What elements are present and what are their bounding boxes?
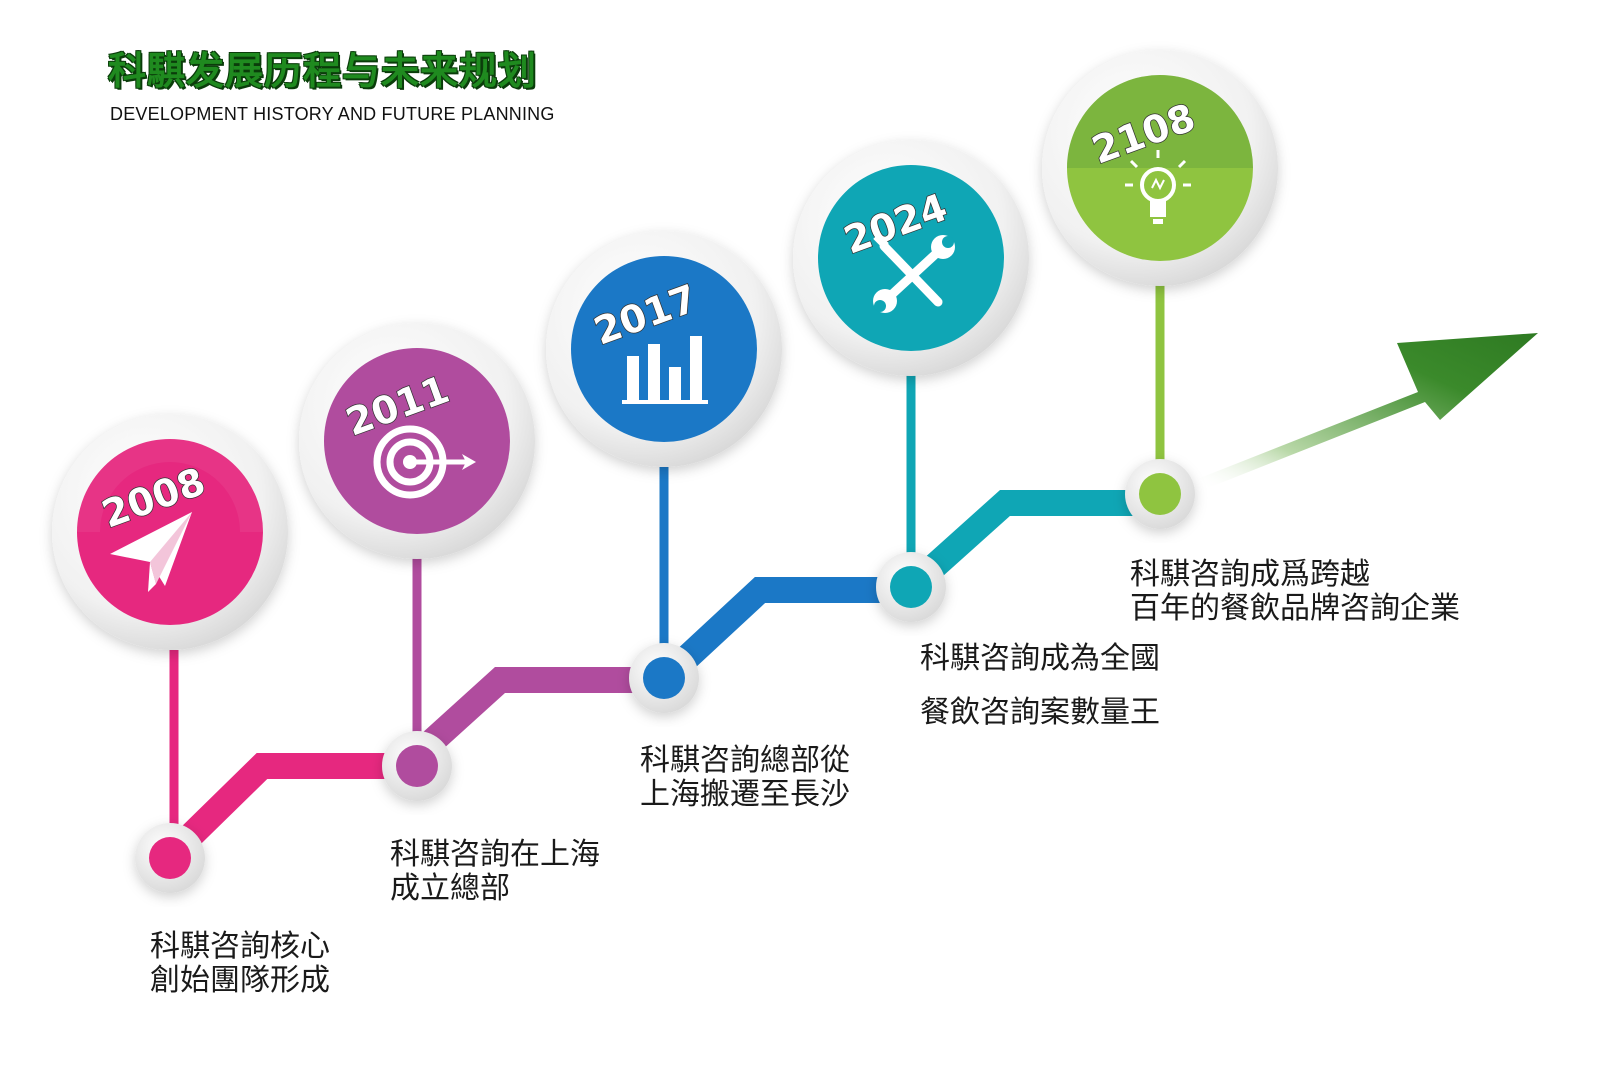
caption-line: 百年的餐飲品牌咨詢企業: [1130, 591, 1460, 626]
step-segment-2008: [158, 753, 405, 868]
node-2008: [135, 823, 205, 893]
caption-line: 創始團隊形成: [150, 963, 330, 998]
target-icon: [373, 425, 476, 499]
milestone-2024: 2024: [793, 140, 1029, 376]
caption-line: 科騏咨詢總部從: [640, 743, 850, 778]
milestone-2017: 2017: [546, 231, 782, 467]
caption-2108: 科騏咨詢成爲跨越 百年的餐飲品牌咨詢企業: [1130, 558, 1460, 626]
node-2017: [629, 643, 699, 713]
bar-chart-icon: [622, 336, 708, 404]
milestone-2008: 2008: [52, 414, 288, 650]
milestone-2011: 2011: [299, 323, 535, 559]
caption-2008: 科騏咨詢核心 創始團隊形成: [150, 930, 330, 998]
node-2108: [1125, 459, 1195, 529]
growth-arrow: [1200, 333, 1538, 488]
step-segment-2024: [899, 490, 1158, 600]
stems: [169, 285, 1165, 835]
caption-line: 餐飲咨詢案數量王: [920, 695, 1160, 730]
lightbulb-icon: [1125, 150, 1191, 224]
caption-line: 科騏咨詢在上海: [390, 837, 600, 872]
node-2011: [382, 731, 452, 801]
caption-2017: 科騏咨詢總部從 上海搬遷至長沙: [640, 744, 850, 812]
step-segment-2017: [654, 577, 908, 690]
step-nodes: [135, 459, 1195, 893]
caption-line: 科騏咨詢成為全國: [920, 641, 1160, 676]
tools-icon: [873, 233, 955, 313]
caption-line: 科騏咨詢核心: [150, 929, 330, 964]
caption-line: 上海搬遷至長沙: [640, 777, 850, 812]
node-2024: [876, 552, 946, 622]
badge-fill-2024: [818, 165, 1004, 351]
caption-2011: 科騏咨詢在上海 成立總部: [390, 838, 600, 906]
page-title: 科騏发展历程与未来规划: [108, 49, 538, 93]
caption-line: 成立總部: [390, 871, 510, 906]
badge-fill-2017: [571, 256, 757, 442]
milestone-badges: 2008 2011 2017: [52, 50, 1278, 650]
page-subtitle: DEVELOPMENT HISTORY AND FUTURE PLANNING: [110, 104, 555, 124]
milestone-2108: 2108: [1042, 50, 1278, 286]
paper-plane-icon: [110, 512, 192, 592]
caption-line: 科騏咨詢成爲跨越: [1130, 557, 1370, 592]
caption-2024: 科騏咨詢成為全國 餐飲咨詢案數量王: [920, 632, 1160, 740]
